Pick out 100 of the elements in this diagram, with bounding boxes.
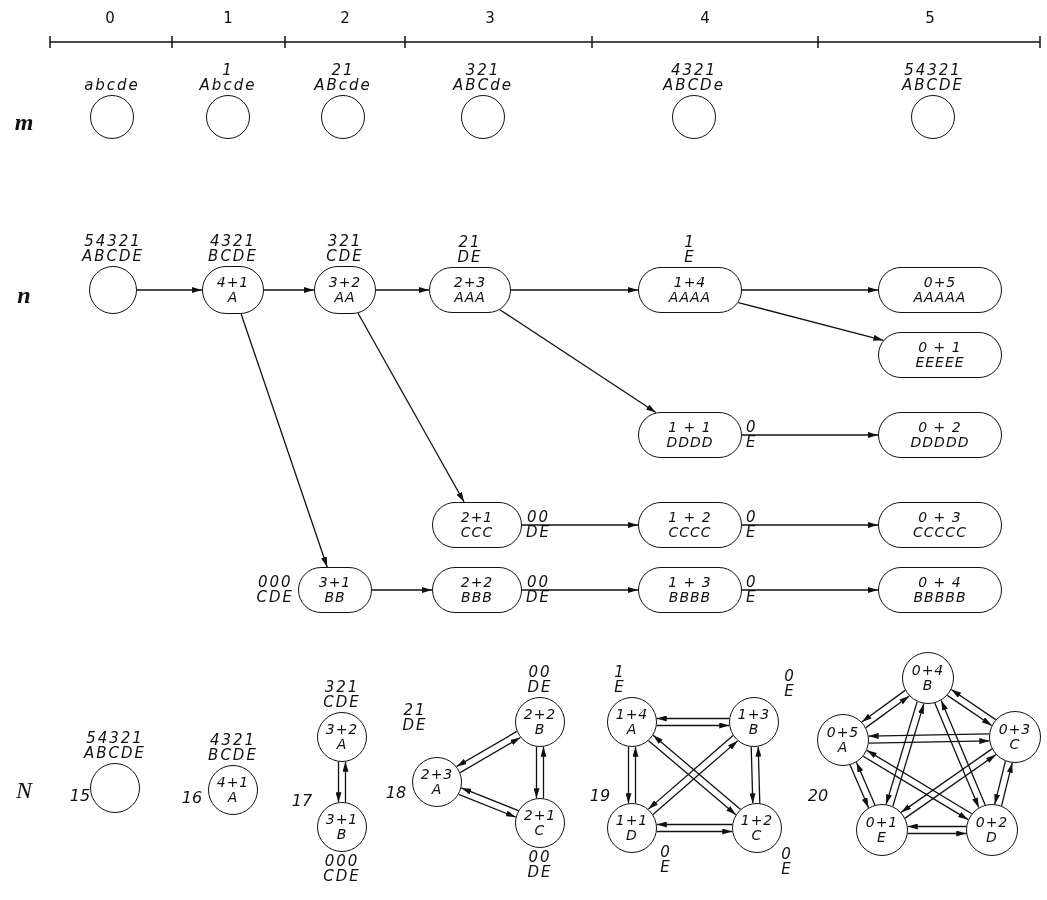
state-circle <box>89 266 137 314</box>
node-label: EEEEE <box>915 355 965 370</box>
node-label: AAAA <box>668 290 712 305</box>
state-circle <box>729 697 779 747</box>
arrow <box>458 793 517 818</box>
node-caption: 00 <box>527 665 553 680</box>
node-label: C <box>534 823 546 838</box>
node-caption: E <box>781 862 793 877</box>
node-label: 1 + 2 <box>668 510 712 525</box>
arrow <box>861 689 906 723</box>
arrow <box>849 764 870 809</box>
node-label: AA <box>334 290 356 305</box>
node-label: 0+4 <box>911 663 945 678</box>
arrow <box>868 738 990 745</box>
arrow <box>656 828 733 835</box>
node-caption: CDE <box>323 869 361 884</box>
node-label: 0+3 <box>998 722 1032 737</box>
node-caption: ABCDE <box>81 249 145 264</box>
node-label: A <box>227 290 239 305</box>
node-label: B <box>922 678 934 693</box>
arrow <box>136 287 203 293</box>
node-label: 3+1 <box>325 812 359 827</box>
node-label: 2+1 <box>523 808 557 823</box>
node-label: 2+1 <box>460 510 494 525</box>
node-label: 2+2 <box>523 707 557 722</box>
arrow <box>656 722 730 729</box>
node-caption: abcde <box>84 78 140 93</box>
arrow <box>357 312 465 503</box>
node-caption: Abcde <box>199 78 257 93</box>
arrow <box>371 587 433 593</box>
node-label: CCCCC <box>913 525 967 540</box>
node-label: 0 + 1 <box>918 340 962 355</box>
state-circle <box>90 95 134 139</box>
node-label: 1 + 3 <box>668 575 712 590</box>
state-circle <box>607 697 657 747</box>
node-caption: 54321 <box>904 63 963 78</box>
node-caption: 00 <box>526 575 552 590</box>
node-label: 1 + 1 <box>668 420 712 435</box>
figure-number: 17 <box>291 790 313 810</box>
node-label: 2+2 <box>460 575 494 590</box>
arrow <box>855 761 876 806</box>
arrow <box>994 760 1007 805</box>
arrow <box>625 746 632 804</box>
state-circle <box>732 803 782 853</box>
node-caption: E <box>746 435 758 450</box>
figure-number: 20 <box>807 785 829 805</box>
node-caption: E <box>660 860 672 875</box>
node-caption: ABCde <box>453 78 513 93</box>
arrow <box>866 749 973 815</box>
arrow <box>885 701 918 805</box>
node-caption: E <box>684 250 696 265</box>
state-circle <box>317 712 367 762</box>
node-label: 0+5 <box>923 275 957 290</box>
node-label: CCCC <box>668 525 712 540</box>
node-caption: E <box>614 680 626 695</box>
node-label: DDDDD <box>910 435 970 450</box>
arrow <box>862 755 969 821</box>
node-label: AAAAA <box>913 290 967 305</box>
arrow <box>342 761 349 803</box>
arrow <box>741 432 879 438</box>
arrow <box>263 287 315 293</box>
node-caption: 4321 <box>670 63 718 78</box>
arrow <box>656 715 730 722</box>
node-label: 4+1 <box>216 775 250 790</box>
arrow <box>741 587 879 593</box>
arrow <box>741 522 879 528</box>
node-label: 4+1 <box>216 275 250 290</box>
node-caption: BCDE <box>208 748 258 763</box>
node-caption: 21 <box>331 63 355 78</box>
scale-label: 3 <box>485 9 495 27</box>
node-label: 0+5 <box>826 725 860 740</box>
state-circle <box>817 714 869 766</box>
arrow <box>946 694 993 727</box>
arrow <box>540 746 547 799</box>
scale-label: 0 <box>105 9 115 27</box>
node-label: E <box>877 830 887 845</box>
node-caption: 321 <box>465 63 501 78</box>
state-circle <box>515 697 565 747</box>
node-caption: 000 <box>323 854 361 869</box>
node-label: B <box>534 722 546 737</box>
node-label: A <box>227 790 239 805</box>
node-caption: 1 <box>614 665 626 680</box>
state-circle <box>90 763 140 813</box>
node-caption: 4321 <box>209 234 258 249</box>
node-caption: 21 <box>457 235 483 250</box>
node-caption: E <box>784 684 796 699</box>
node-label: 2+3 <box>420 767 454 782</box>
node-caption: E <box>746 590 758 605</box>
figure-number: 19 <box>589 785 611 805</box>
arrow <box>741 287 879 293</box>
node-caption: 0 <box>660 845 672 860</box>
node-label: 0 + 4 <box>918 575 962 590</box>
node-caption: CDE <box>323 695 361 710</box>
node-caption: 54321 <box>84 234 143 249</box>
arrow <box>892 703 925 807</box>
node-label: AAA <box>454 290 486 305</box>
state-circle <box>966 804 1018 856</box>
node-caption: 0 <box>746 510 758 525</box>
node-caption: 0 <box>784 669 796 684</box>
arrow <box>656 821 733 828</box>
